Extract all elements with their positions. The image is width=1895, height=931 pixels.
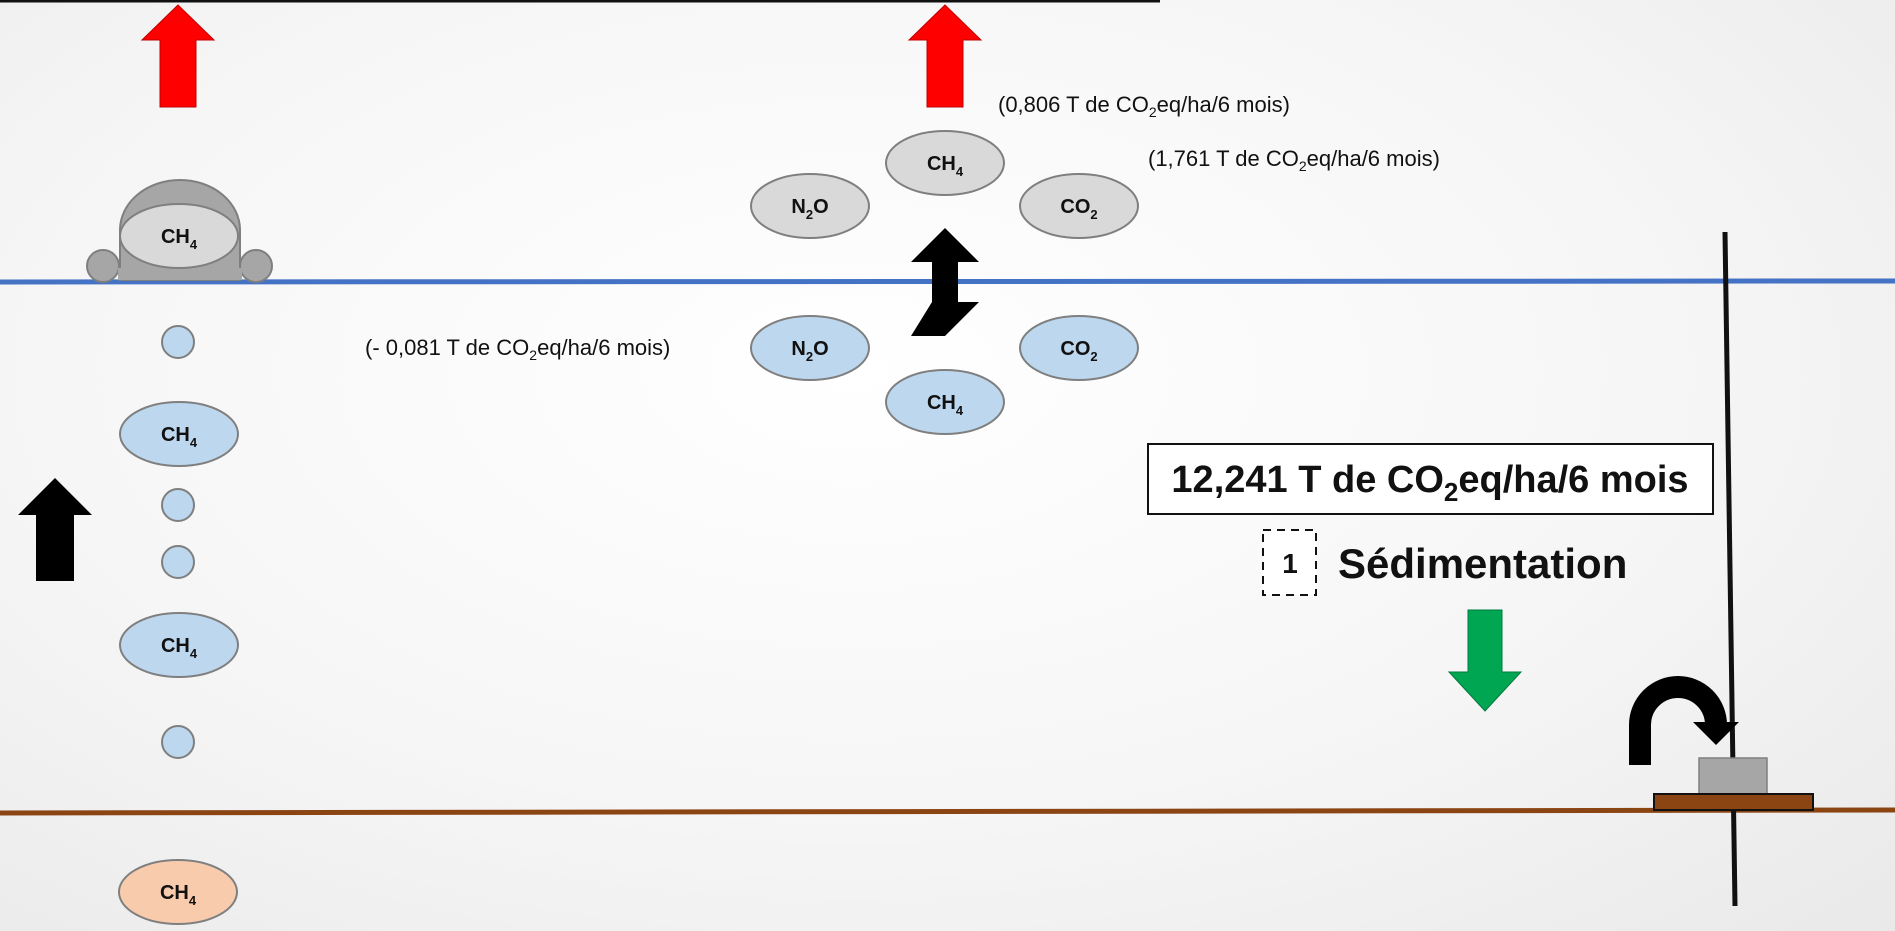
n2o-flux-label: (- 0,081 T de CO2eq/ha/6 mois) — [365, 335, 670, 363]
small-bubble — [161, 725, 195, 759]
svg-text:CH4: CH4 — [927, 392, 964, 418]
sediment-surface-line — [0, 807, 1895, 816]
step-number-badge: 1 — [1262, 529, 1317, 596]
svg-text:N2O: N2O — [791, 196, 828, 222]
sedimentation-label: Sédimentation — [1338, 540, 1627, 587]
sedimentation-value-box: 12,241 T de CO2eq/ha/6 mois — [1147, 443, 1714, 515]
small-bubble — [161, 325, 195, 359]
svg-text:12,241 T de CO2eq/ha/6 mois: 12,241 T de CO2eq/ha/6 mois — [1171, 459, 1688, 507]
black-double-arrow-icon — [911, 228, 979, 336]
svg-text:CO2: CO2 — [1060, 338, 1097, 364]
water-n2o-bubble: N2O — [750, 315, 870, 381]
green-down-arrow-icon — [1447, 609, 1523, 712]
curved-arrow-icon — [1629, 676, 1739, 765]
ch4-text: CH — [161, 226, 190, 248]
water-co2-bubble: CO2 — [1019, 315, 1139, 381]
small-bubble — [161, 545, 195, 579]
red-up-arrow-icon — [140, 4, 216, 108]
water-ch4-bubble: CH4 — [119, 401, 239, 467]
air-co2-bubble: CO2 — [1019, 173, 1139, 239]
air-n2o-bubble: N2O — [750, 173, 870, 239]
black-up-arrow-icon — [18, 478, 92, 581]
sediment-trap-icon — [1653, 757, 1814, 811]
co2-flux-label: (1,761 T de CO2eq/ha/6 mois) — [1148, 146, 1440, 174]
ch4-flux-label: (0,806 T de CO2eq/ha/6 mois) — [998, 92, 1290, 120]
small-bubble — [161, 488, 195, 522]
svg-text:CH4: CH4 — [161, 635, 198, 661]
red-up-arrow-icon — [907, 4, 983, 108]
svg-text:CH4: CH4 — [161, 424, 198, 450]
svg-text:CH4: CH4 — [160, 882, 197, 908]
water-ch4-bubble: CH4 — [119, 612, 239, 678]
svg-text:1: 1 — [1282, 548, 1298, 579]
sediment-ch4-bubble: CH4 — [118, 859, 238, 925]
svg-text:N2O: N2O — [791, 338, 828, 364]
svg-text:CO2: CO2 — [1060, 196, 1097, 222]
air-ch4-bubble: CH4 — [885, 130, 1005, 196]
water-ch4-center-bubble: CH4 — [885, 369, 1005, 435]
svg-text:CH4: CH4 — [927, 153, 964, 179]
ch4-subscript: 4 — [190, 237, 198, 252]
svg-text:CH4: CH4 — [161, 226, 198, 252]
chamber-ch4-bubble: CH4 — [119, 203, 239, 269]
